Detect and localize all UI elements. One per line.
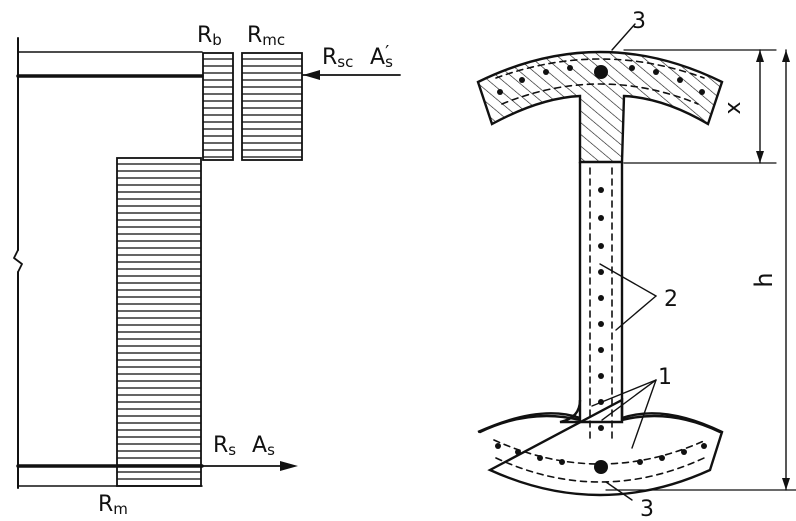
bottom-flange (477, 398, 724, 497)
top-main-bar (594, 65, 608, 79)
callout-leaders (591, 23, 657, 501)
dimension-h-label: h (750, 272, 778, 287)
dimension-lines (605, 49, 796, 491)
web-bars (598, 187, 604, 431)
rsc-label: Rsc (322, 45, 353, 71)
top-flange-bars (497, 65, 705, 95)
rm-stress-block (116, 157, 202, 487)
rb-stress-block (202, 52, 234, 161)
as-prime-label: A′s (370, 42, 393, 71)
bottom-main-bar (594, 460, 608, 474)
as-label: As (252, 433, 275, 459)
cross-section: 3 3 2 1 x h (476, 9, 796, 521)
stress-diagram: Rb Rmc Rsc A′s Rs As Rm (13, 23, 401, 518)
rm-label: Rm (98, 492, 128, 518)
callout-2: 2 (664, 287, 678, 312)
callout-3-bottom: 3 (640, 497, 654, 521)
callout-3-top: 3 (632, 9, 646, 34)
bottom-fiber-lines (16, 464, 204, 487)
rb-label: Rb (197, 23, 222, 49)
callout-1: 1 (658, 365, 672, 390)
top-flange (476, 50, 724, 164)
rmc-stress-block (241, 52, 303, 161)
section-axis (13, 37, 23, 489)
top-fiber-lines (16, 51, 204, 78)
rs-label: Rs (213, 433, 236, 459)
rmc-label: Rmc (247, 23, 285, 49)
dimension-x-label: x (721, 101, 746, 114)
bottom-flange-bars (495, 443, 707, 474)
rsc-force-arrow (302, 70, 401, 80)
rs-force-arrow (202, 461, 298, 471)
